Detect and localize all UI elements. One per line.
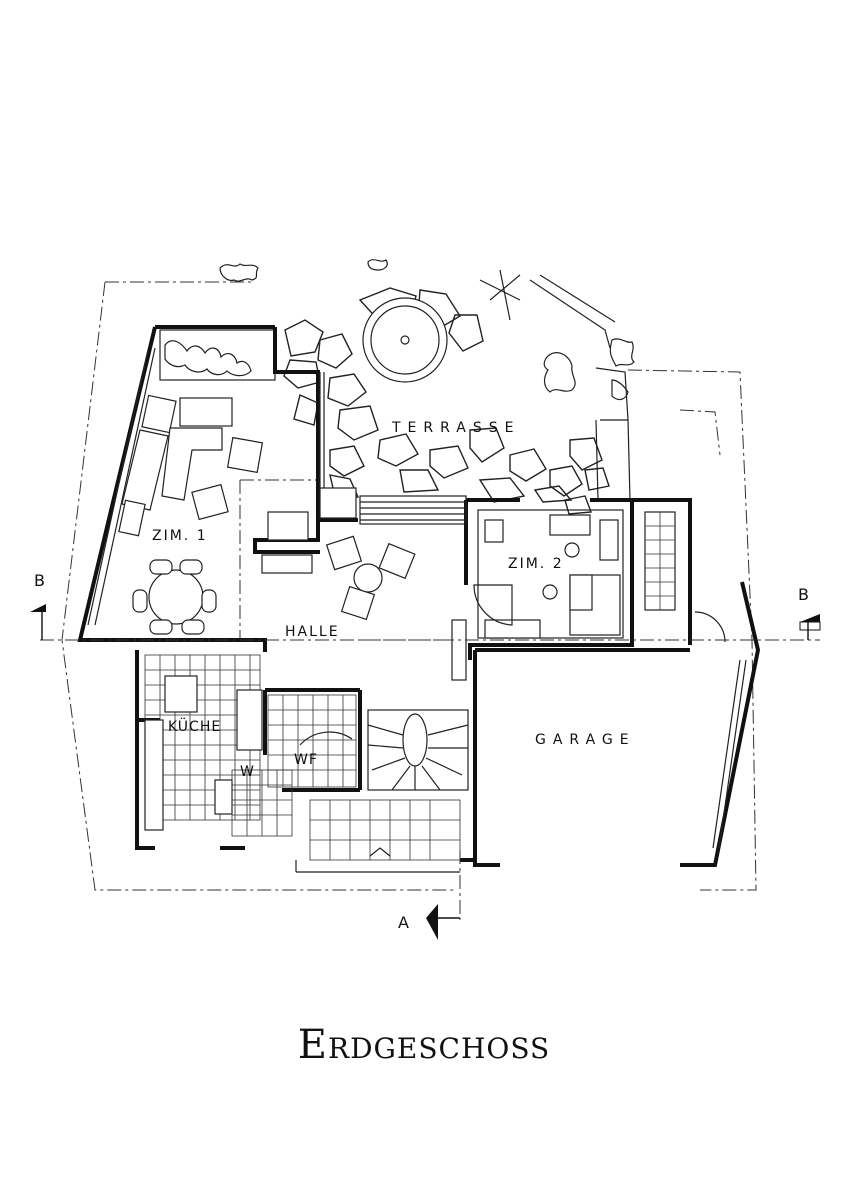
window-zim1	[87, 347, 156, 626]
label-terrasse: TERRASSE	[391, 420, 520, 436]
label-halle: HALLE	[285, 624, 340, 640]
kitchen-tiles	[144, 654, 263, 831]
terrace-retaining-wall	[529, 274, 631, 501]
wc-tiles	[231, 694, 357, 837]
label-w: W	[240, 764, 254, 780]
entry-paving	[295, 799, 461, 873]
hall-furniture	[261, 487, 467, 681]
section-label-b-left: B	[34, 571, 45, 590]
terrace-paving	[283, 287, 610, 515]
garage-window	[712, 659, 747, 849]
section-arrow-icon	[30, 604, 821, 940]
label-zim2: ZIM. 2	[508, 556, 564, 572]
planter-box	[159, 329, 276, 381]
living-furniture	[118, 394, 264, 635]
terrace-steps	[319, 372, 467, 525]
staircase-icon	[367, 709, 469, 791]
section-label-a: A	[398, 913, 409, 932]
plan-title: Erdgeschoss	[297, 1022, 551, 1068]
bath-strip	[644, 511, 726, 643]
section-lines	[40, 639, 820, 920]
label-zim1: ZIM. 1	[152, 528, 208, 544]
label-garage: GARAGE	[535, 732, 636, 748]
room2-furniture	[473, 509, 624, 639]
plant-icon	[219, 259, 635, 401]
round-table-icon	[362, 297, 448, 383]
label-kueche: KÜCHE	[168, 717, 221, 735]
label-wf: WF	[294, 752, 318, 768]
section-label-b-right: B	[798, 585, 809, 604]
